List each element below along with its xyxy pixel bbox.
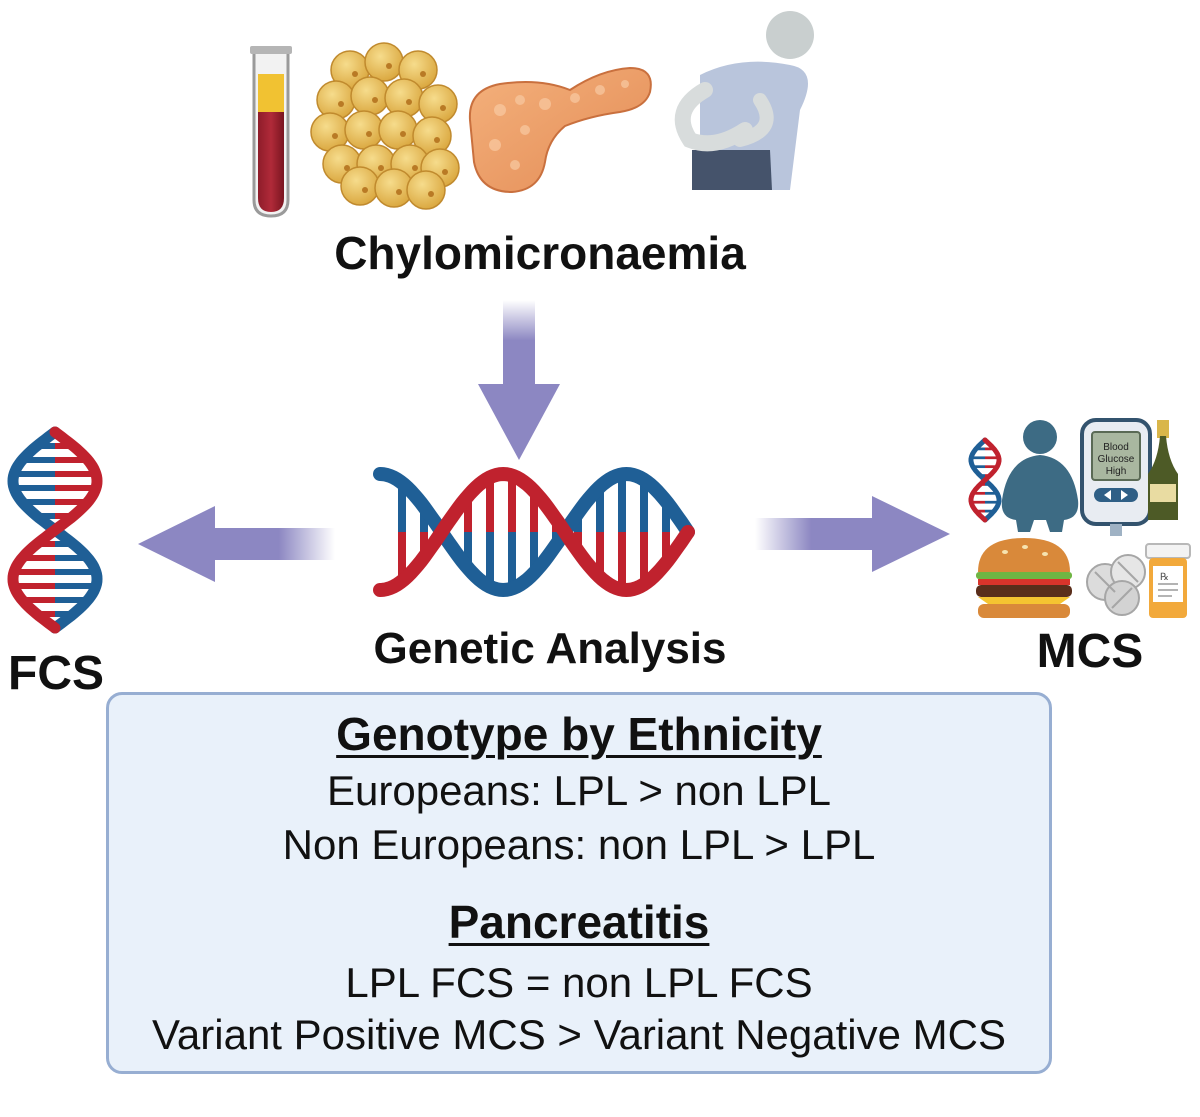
fat-cell-nucleus <box>440 105 446 111</box>
svg-text:℞: ℞ <box>1160 572 1169 583</box>
fat-cell-nucleus <box>344 165 350 171</box>
fat-cell <box>340 166 380 206</box>
meter-text-line-3: High <box>1106 466 1127 477</box>
genetic-analysis-label: Genetic Analysis <box>373 624 727 673</box>
fat-cells-icon <box>310 42 460 210</box>
obese-person-icon <box>1001 420 1079 532</box>
fat-cell-nucleus <box>442 169 448 175</box>
fat-cell-nucleus <box>412 165 418 171</box>
blood-tube-icon <box>250 46 292 218</box>
europeans-line: Europeans: LPL > non LPL <box>327 767 831 814</box>
fat-cell-nucleus <box>386 63 392 69</box>
meter-text-line-1: Blood <box>1103 442 1129 453</box>
arrow-down-to-genetic-analysis <box>478 300 560 460</box>
fat-cell-nucleus <box>362 187 368 193</box>
fat-cell <box>350 76 390 116</box>
fat-cell <box>344 110 384 150</box>
arrow-right-to-mcs <box>755 496 950 572</box>
pancreatitis-heading: Pancreatitis <box>448 896 710 948</box>
fat-cell-nucleus <box>352 71 358 77</box>
non-europeans-line: Non Europeans: non LPL > LPL <box>282 821 876 868</box>
variant-line: Variant Positive MCS > Variant Negative … <box>152 1011 1006 1058</box>
fat-cell-nucleus <box>400 131 406 137</box>
pancreas-icon <box>468 66 652 194</box>
prescription-bottle-icon: ℞ <box>1145 543 1191 618</box>
lpl-fcs-line: LPL FCS = non LPL FCS <box>345 959 813 1006</box>
dna-helix-fcs-icon <box>7 426 103 634</box>
dna-helix-center-icon <box>373 466 695 598</box>
pills-icon <box>1086 554 1146 616</box>
fat-cell-nucleus <box>420 71 426 77</box>
findings-info-box: Genotype by Ethnicity Europeans: LPL > n… <box>106 692 1052 1074</box>
glucose-meter-icon: Blood Glucose High <box>1080 418 1152 536</box>
dna-strand-red <box>373 466 695 598</box>
dna-strand-red <box>7 426 103 634</box>
dna-helix-small-icon <box>968 437 1002 523</box>
genotype-heading: Genotype by Ethnicity <box>336 708 822 760</box>
fcs-label: FCS <box>8 647 104 700</box>
fat-cell <box>378 110 418 150</box>
champagne-bottle-icon <box>1148 420 1178 520</box>
fat-cell-nucleus <box>428 191 434 197</box>
mcs-label: MCS <box>1036 625 1144 678</box>
fat-cell-nucleus <box>366 131 372 137</box>
meter-text-line-2: Glucose <box>1098 454 1135 465</box>
fat-cell-nucleus <box>378 165 384 171</box>
fat-cell <box>406 170 446 210</box>
fat-cell-nucleus <box>434 137 440 143</box>
chylomicronaemia-label: Chylomicronaemia <box>334 227 746 279</box>
fat-cell-nucleus <box>406 99 412 105</box>
fat-cell-nucleus <box>332 133 338 139</box>
burger-icon <box>976 538 1072 618</box>
arrow-left-to-fcs <box>138 506 335 582</box>
abdominal-pain-person-icon <box>674 11 814 191</box>
fat-cell-nucleus <box>396 189 402 195</box>
dna-strand-red <box>968 437 1002 523</box>
fat-cell <box>364 42 404 82</box>
dna-strand-blue <box>373 466 695 598</box>
fat-cell-nucleus <box>338 101 344 107</box>
fat-cell-nucleus <box>372 97 378 103</box>
